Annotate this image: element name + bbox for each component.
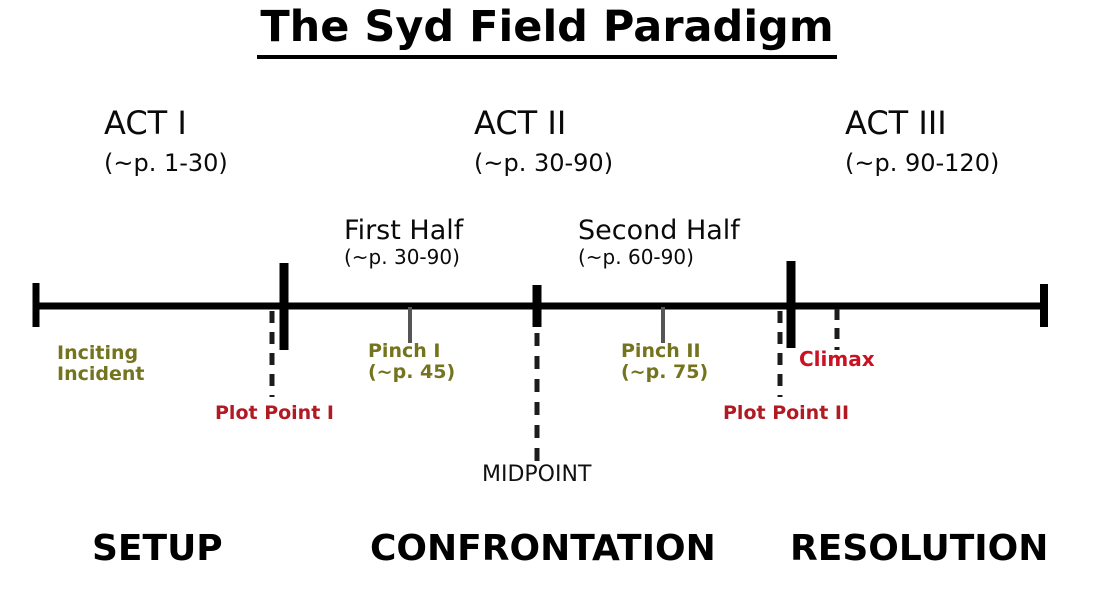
- second-half-header: Second Half (~p. 60-90): [578, 216, 740, 269]
- first-half-pages: (~p. 30-90): [344, 245, 460, 269]
- title-row: The Syd Field Paradigm: [0, 2, 1094, 59]
- pinch-1-line1: Pinch I: [368, 340, 441, 362]
- act-1-pages: (~p. 1-30): [104, 149, 228, 177]
- act-2-name: ACT II: [474, 104, 567, 142]
- act-2-header: ACT II (~p. 30-90): [474, 103, 613, 178]
- plot-point-1-label: Plot Point I: [215, 403, 334, 424]
- first-half-name: First Half: [344, 215, 464, 246]
- midpoint-text: MIDPOINT: [482, 462, 592, 487]
- act-1-name: ACT I: [104, 104, 187, 142]
- second-half-name: Second Half: [578, 215, 740, 246]
- act-3-pages: (~p. 90-120): [845, 149, 1000, 177]
- climax-text: Climax: [799, 347, 875, 371]
- midpoint-label: MIDPOINT: [482, 462, 592, 487]
- pinch-1-line2: (~p. 45): [368, 361, 456, 383]
- plot-point-2-text: Plot Point II: [723, 402, 850, 424]
- phase-confrontation-label: CONFRONTATION: [370, 528, 716, 569]
- plot-point-2-label: Plot Point II: [723, 403, 849, 424]
- phase-resolution-label: RESOLUTION: [790, 528, 1049, 569]
- inciting-incident-line2: Incident: [57, 363, 145, 385]
- first-half-header: First Half (~p. 30-90): [344, 216, 463, 269]
- pinch-2-line2: (~p. 75): [621, 361, 709, 383]
- act-1-header: ACT I (~p. 1-30): [104, 103, 228, 178]
- pinch-1-label: Pinch I (~p. 45): [368, 341, 455, 383]
- phase-setup-label: SETUP: [92, 528, 223, 569]
- act-2-pages: (~p. 30-90): [474, 149, 614, 177]
- plot-point-1-text: Plot Point I: [215, 402, 334, 424]
- diagram-title: The Syd Field Paradigm: [257, 2, 837, 59]
- act-3-name: ACT III: [845, 104, 947, 142]
- climax-label: Climax: [799, 349, 875, 370]
- second-half-pages: (~p. 60-90): [578, 245, 694, 269]
- inciting-incident-line1: Inciting: [57, 342, 139, 364]
- pinch-2-label: Pinch II (~p. 75): [621, 341, 708, 383]
- inciting-incident-label: Inciting Incident: [57, 343, 144, 385]
- act-3-header: ACT III (~p. 90-120): [845, 103, 999, 178]
- pinch-2-line1: Pinch II: [621, 340, 701, 362]
